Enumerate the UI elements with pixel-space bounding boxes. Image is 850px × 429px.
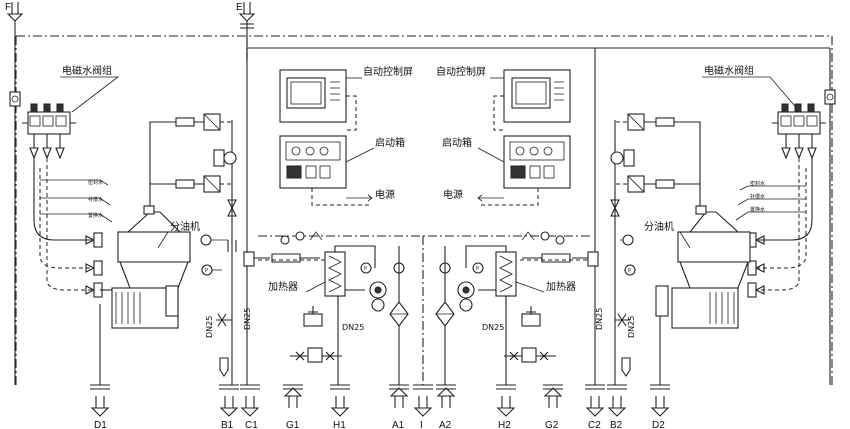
control-panel-right: 自动控制屏 启动箱 电源 [436,65,571,206]
svg-text:P: P [364,266,367,272]
water-right-0: 密封水 [750,180,765,187]
inlet-F: F [5,2,24,36]
heater-right-label: 加热器 [546,280,576,293]
solenoid-valve-group-right: 电磁水阀组 [702,64,826,298]
solenoid-valve-group-left: 电磁水阀组 [22,64,120,298]
heater-right-assembly: 加热器 P DN25 DN25 [435,231,604,385]
starter-left-label: 启动箱 [375,136,405,149]
control-panel-left: 自动控制屏 启动箱 电源 [279,65,413,206]
port-D2: D2 [652,420,665,429]
inlet-F-label: F [5,2,11,13]
separator-right-label: 分油机 [644,220,674,233]
heater-left-label: 加热器 [268,280,298,293]
pipe-size-1: DN25 [342,323,364,332]
bottom-ports: D1 B1 C1 G1 H1 A1 I A2 H2 G2 C2 B2 [90,384,670,429]
sight-glasses-left [175,113,232,193]
svg-text:P: P [205,268,208,274]
svg-text:P: P [628,268,631,274]
right-vertical-lines: P DN25 [610,120,636,385]
water-labels-left: 密封水 补偿水 置换水 [40,179,113,223]
port-H2: H2 [498,420,511,429]
power-right-label: 电源 [443,188,463,201]
water-supply-lines [14,36,831,385]
heater-left-assembly: 加热器 P DN25 DN25 [243,231,409,385]
water-left-0: 密封水 [88,179,103,186]
port-I: I [420,420,423,429]
water-labels-right: 密封水 补偿水 置换水 [735,180,806,221]
side-strainers [9,89,836,107]
port-C1: C1 [245,420,258,429]
port-G2: G2 [545,420,559,429]
pipe-size-2: DN25 [243,308,252,330]
separator-left: 分油机 [99,121,206,385]
port-G1: G1 [286,420,300,429]
inlet-E-label: E [236,2,243,13]
water-right-2: 置换水 [750,206,765,213]
auto-screen-left-label: 自动控制屏 [363,65,413,78]
starter-right-label: 启动箱 [442,136,472,149]
port-C2: C2 [588,420,601,429]
port-A2: A2 [439,420,452,429]
valve-group-left-label: 电磁水阀组 [62,64,112,77]
power-left-label: 电源 [375,188,395,201]
pipe-size-4: DN25 [595,308,604,330]
water-left-2: 置换水 [88,212,103,219]
port-D1: D1 [94,420,107,429]
sight-glasses-right [616,113,675,193]
valve-group-right-label: 电磁水阀组 [704,64,754,77]
left-vertical-lines: P DN25 [200,120,237,385]
water-right-1: 补偿水 [750,193,765,200]
port-H1: H1 [333,420,346,429]
port-A1: A1 [392,420,405,429]
separator-left-label: 分油机 [170,220,200,233]
port-B1: B1 [221,420,234,429]
pipe-size-0: DN25 [205,316,214,338]
auto-screen-right-label: 自动控制屏 [436,65,486,78]
pipe-size-5: DN25 [627,316,636,338]
separator-right: 分油机 [640,121,751,385]
water-left-1: 补偿水 [88,196,103,203]
svg-text:P: P [476,266,479,272]
pipe-size-3: DN25 [482,323,504,332]
port-B2: B2 [610,420,623,429]
inlet-E: E [236,2,256,385]
